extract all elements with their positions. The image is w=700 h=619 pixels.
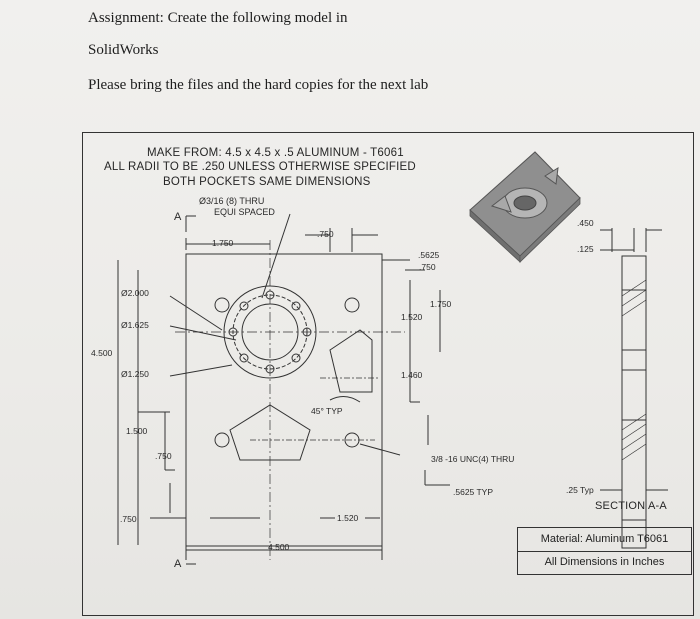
note-radii: ALL RADII TO BE .250 UNLESS OTHERWISE SP… (104, 161, 416, 173)
bolt-circle (232, 294, 308, 370)
isometric-render (469, 151, 581, 263)
pocket-upper (329, 329, 373, 393)
dim-1460: 1.460 (401, 370, 423, 380)
dim-5625-typ: .5625 TYP (453, 487, 494, 497)
section-view (600, 228, 668, 549)
dim-4500-horizontal: 4.500 (268, 542, 290, 552)
dim-450: .450 (577, 218, 594, 228)
dim-1520-bottom: 1.520 (337, 513, 359, 523)
section-title: SECTION A-A (595, 500, 667, 512)
dim-1520-right: 1.520 (401, 312, 423, 322)
section-label-a-top: A (174, 211, 182, 223)
instructions-line: Please bring the files and the hard copi… (88, 77, 429, 93)
note-pockets: BOTH POCKETS SAME DIMENSIONS (163, 176, 371, 188)
tap-hole-1 (214, 297, 230, 313)
assignment-line: Assignment: Create the following model i… (88, 10, 348, 26)
dim-5625: .5625 (418, 250, 440, 260)
drawing-border (82, 132, 694, 616)
dim-dia-2000: Ø2.000 (121, 288, 149, 298)
note-equi-spaced: EQUI SPACED (214, 207, 275, 217)
note-holes: Ø3/16 (8) THRU (199, 196, 265, 206)
part-outline (185, 253, 383, 547)
dim-1750-right: 1.750 (430, 299, 452, 309)
dim-750-top: .750 (317, 229, 334, 239)
dim-1500: 1.500 (126, 426, 148, 436)
dim-750-left: .750 (155, 451, 172, 461)
units-label: All Dimensions in Inches (544, 556, 665, 568)
title-block: Material: Aluminum T6061 All Dimensions … (517, 527, 692, 575)
software-line: SolidWorks (88, 42, 159, 58)
section-label-a-bottom: A (174, 558, 182, 570)
dim-125: .125 (577, 244, 594, 254)
dim-4500-vertical: 4.500 (91, 348, 113, 358)
dim-1750-top: 1.750 (212, 238, 234, 248)
material-label: Material: Aluminum T6061 (540, 533, 669, 545)
callout-tap: 3/8 -16 UNC(4) THRU (431, 454, 515, 464)
dim-750-bottom: .750 (120, 514, 137, 524)
pocket-lower (229, 404, 311, 461)
dim-25-typ: .25 Typ (566, 485, 594, 495)
tap-hole-2 (344, 297, 360, 313)
tap-hole-3 (214, 432, 230, 448)
bore (241, 303, 299, 361)
dim-angle-45: 45° TYP (311, 406, 343, 416)
title-block-divider (518, 551, 691, 552)
dim-dia-1625: Ø1.625 (121, 320, 149, 330)
dim-dia-1250: Ø1.250 (121, 369, 149, 379)
outer-boss (223, 285, 317, 379)
dim-750-right: .750 (419, 262, 436, 272)
note-make-from: MAKE FROM: 4.5 x 4.5 x .5 ALUMINUM - T60… (147, 147, 404, 159)
